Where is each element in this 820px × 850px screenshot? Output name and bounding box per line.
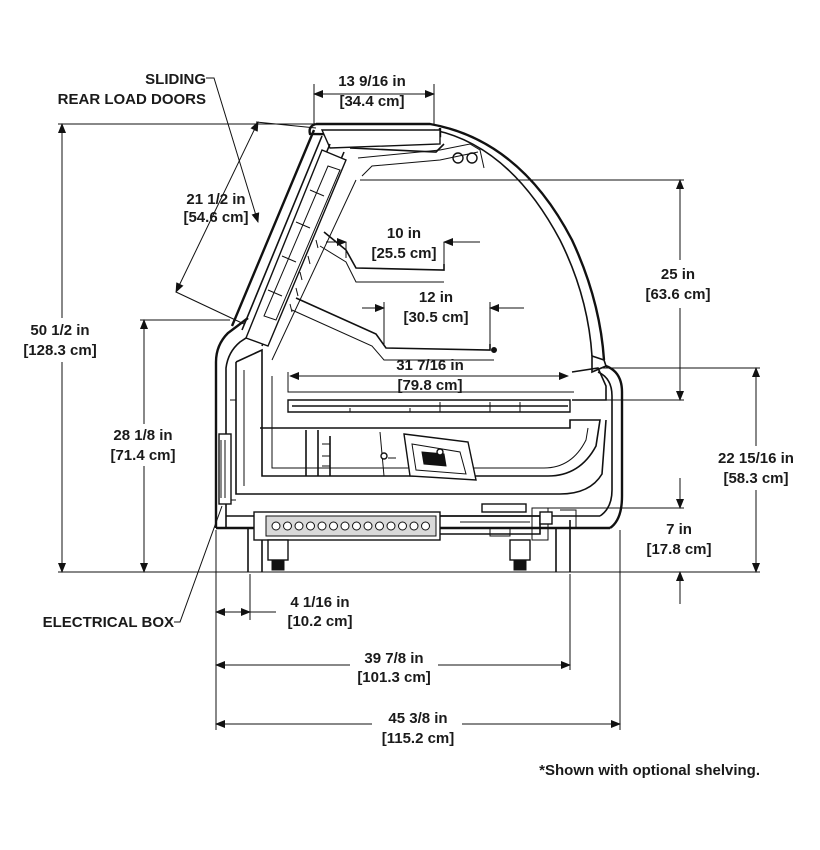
base-width-cm: [101.3 cm] (357, 669, 430, 686)
footnote: *Shown with optional shelving. (539, 762, 760, 779)
shelf-upper-in: 10 in (387, 225, 421, 242)
front-height-cm: [58.3 cm] (723, 470, 788, 487)
coil-tube (306, 521, 315, 531)
front-height-in: 22 15/16 in (718, 450, 794, 467)
offset-cm: [10.2 cm] (287, 613, 352, 630)
coil-tube (421, 521, 430, 531)
sliding-doors-label-line1: SLIDING (145, 71, 206, 88)
base-assembly (247, 503, 577, 572)
rear-height-cm: [71.4 cm] (110, 447, 175, 464)
coil-tube (375, 521, 384, 531)
coil-tube (283, 521, 292, 531)
deck-width-in: 31 7/16 in (396, 357, 464, 374)
coil-tube (317, 521, 327, 531)
shelf-lower-cm: [30.5 cm] (403, 309, 468, 326)
overall-height-in: 50 1/2 in (30, 322, 89, 339)
base-width-in: 39 7/8 in (364, 650, 423, 667)
overall-height-cm: [128.3 cm] (23, 342, 96, 359)
electrical-box (218, 433, 232, 505)
electrical-box-label: ELECTRICAL BOX (43, 614, 174, 631)
coil-tube (386, 521, 396, 531)
coil-tube (363, 521, 373, 531)
base-height-cm: [17.8 cm] (646, 541, 711, 558)
door-cm: [54.6 cm] (183, 209, 248, 226)
top-width-in: 13 9/16 in (338, 73, 406, 90)
dimension-arrows (58, 77, 760, 728)
coil-tube (409, 521, 419, 531)
sliding-rear-doors (230, 129, 357, 361)
top-width-cm: [34.4 cm] (339, 93, 404, 110)
deck-width-cm: [79.8 cm] (397, 377, 462, 394)
shelf-lower-in: 12 in (419, 289, 453, 306)
coil-tube (271, 521, 281, 531)
glass-height-cm: [63.6 cm] (645, 286, 710, 303)
shelf-upper-cm: [25.5 cm] (371, 245, 436, 262)
door-in: 21 1/2 in (186, 191, 245, 208)
glass-height-in: 25 in (661, 266, 695, 283)
deck-and-well (230, 348, 607, 501)
coil-tube (352, 521, 361, 531)
coil-tube (340, 521, 350, 531)
evaporator-coil (305, 430, 477, 481)
offset-in: 4 1/16 in (290, 594, 349, 611)
overall-width-cm: [115.2 cm] (382, 730, 455, 747)
coil-tube (294, 521, 304, 531)
rear-height-in: 28 1/8 in (113, 427, 172, 444)
coil-tube (398, 521, 407, 531)
overall-width-in: 45 3/8 in (388, 710, 447, 727)
coil-tube (329, 521, 338, 531)
sliding-doors-label-line2: REAR LOAD DOORS (58, 91, 206, 108)
base-height-in: 7 in (666, 521, 692, 538)
